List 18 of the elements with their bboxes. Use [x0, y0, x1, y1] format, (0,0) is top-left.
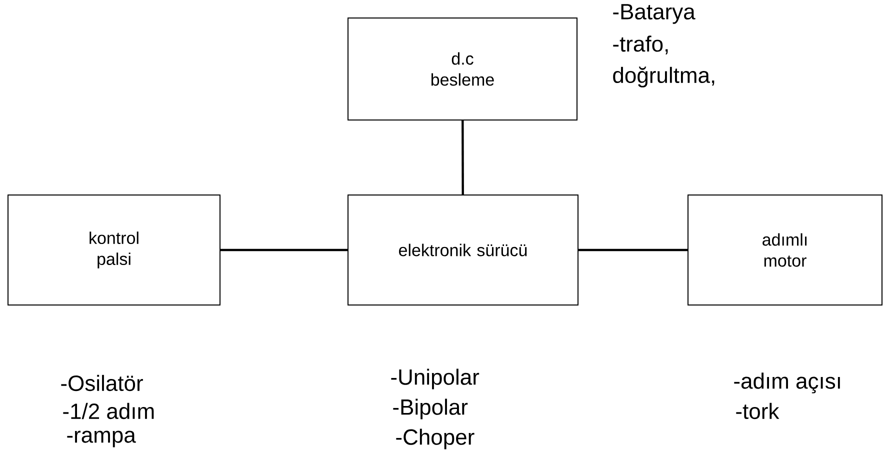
- note-text: -Choper: [396, 428, 474, 450]
- block-box: d.c besleme: [348, 18, 578, 120]
- block-box: adımlı motor: [688, 194, 882, 306]
- connector-line: [578, 248, 688, 252]
- note-text: doğrultma,: [613, 66, 714, 88]
- note-text: -Bipolar: [393, 398, 468, 420]
- connector-line: [462, 120, 464, 194]
- note-text: -Batarya: [613, 4, 696, 24]
- note-text: -rampa: [67, 430, 136, 448]
- note-text: -tork: [736, 402, 780, 420]
- note-text: -adım açısı: [734, 372, 840, 394]
- note-text: -1/2 adım: [63, 402, 154, 420]
- block-box: kontrol palsi: [8, 194, 220, 306]
- block-box: elektronik sürücü: [348, 194, 578, 306]
- note-text: -Unipolar: [391, 368, 480, 390]
- connector-line: [220, 248, 348, 252]
- note-text: -Osilatör: [61, 374, 143, 392]
- note-text: -trafo,: [613, 36, 668, 54]
